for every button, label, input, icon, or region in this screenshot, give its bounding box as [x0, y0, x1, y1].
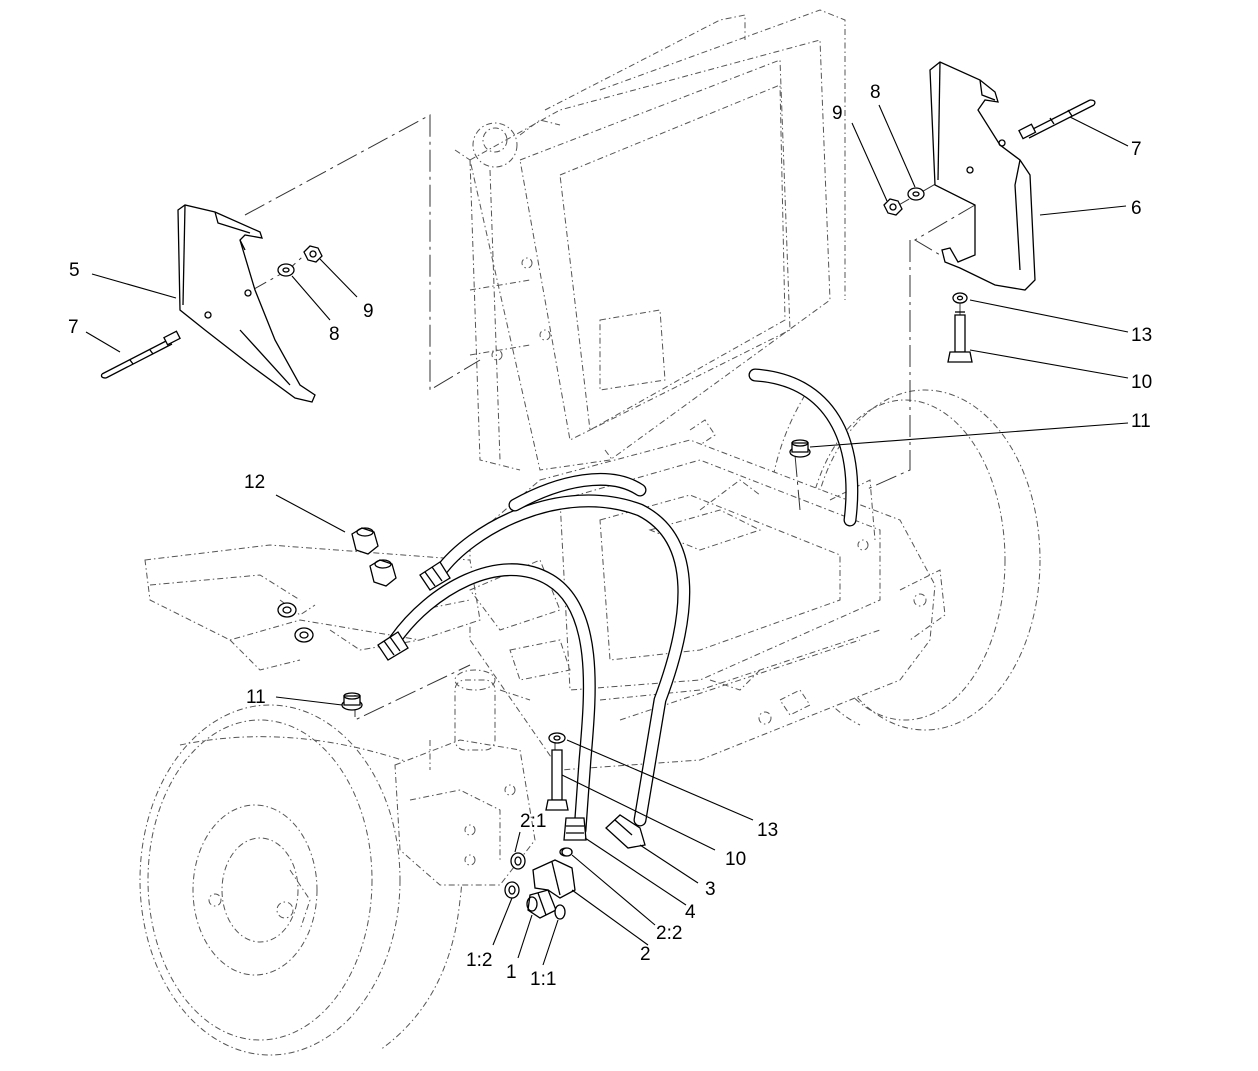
upper-right-bolt	[947, 311, 973, 363]
callout-5: 5	[69, 260, 80, 281]
hydraulic-hoses	[377, 368, 859, 837]
callout-7-left: 7	[68, 317, 79, 338]
straight-fitting-1	[526, 889, 557, 919]
hose-elbow-fitting	[605, 814, 646, 849]
callout-2-1: 2:1	[520, 811, 546, 832]
callout-7-right: 7	[1131, 139, 1142, 160]
right-nut	[883, 198, 903, 216]
callout-2: 2	[640, 944, 651, 965]
callout-4: 4	[685, 902, 696, 923]
callout-1-2: 1:2	[466, 950, 492, 971]
lower-flange-nut	[341, 692, 363, 711]
callout-8-right: 8	[870, 82, 881, 103]
radiator-outline	[454, 9, 846, 471]
lower-bolt	[545, 749, 569, 811]
callout-10-lower: 10	[725, 849, 746, 870]
callout-9-right: 9	[832, 103, 843, 124]
hydraulic-cap-nuts	[277, 527, 397, 643]
callout-13-lower: 13	[757, 820, 778, 841]
callout-2-2: 2:2	[656, 923, 682, 944]
leader-lines	[85, 104, 1129, 966]
left-rod	[100, 330, 181, 379]
lower-washer	[548, 732, 566, 744]
left-washer	[277, 263, 295, 277]
callout-1-1: 1:1	[530, 969, 556, 990]
callout-labels: 5 7 8 9 9 8 7 6 13 10 11 12 11 13 10 3 4…	[68, 82, 1152, 990]
callout-6: 6	[1131, 198, 1142, 219]
left-hose-shield	[177, 204, 316, 403]
right-hose-shield	[929, 61, 1036, 291]
callout-9-left: 9	[363, 301, 374, 322]
callout-3: 3	[705, 879, 716, 900]
left-nut	[303, 245, 323, 263]
machine-frame-outline	[139, 9, 1041, 1056]
callout-11-upper: 11	[1131, 411, 1151, 432]
right-washer	[907, 187, 925, 201]
upper-flange-nut	[789, 439, 811, 458]
callout-1: 1	[506, 962, 517, 983]
wheel-motor-outline	[394, 669, 536, 886]
callout-12: 12	[244, 472, 265, 493]
elbow-fitting-2	[532, 847, 576, 899]
callout-8-left: 8	[329, 324, 340, 345]
callout-10-upper: 10	[1131, 372, 1152, 393]
hose-straight-fitting	[563, 817, 587, 841]
left-wheel-outline	[139, 704, 463, 1056]
upper-right-washer	[952, 292, 968, 304]
callout-11-lower: 11	[246, 687, 266, 708]
right-rod	[1018, 99, 1096, 140]
callout-13-upper: 13	[1131, 325, 1152, 346]
o-rings	[504, 847, 573, 920]
chassis-outline	[469, 419, 946, 771]
left-frame-arm-outline	[144, 544, 481, 671]
